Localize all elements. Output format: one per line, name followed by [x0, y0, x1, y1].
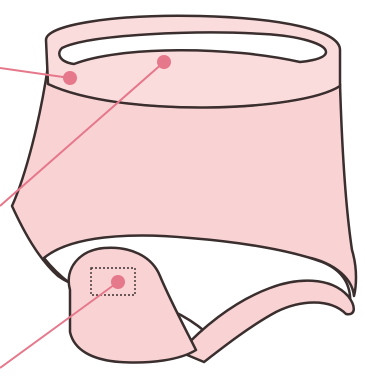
callout-dot-gusset-icon — [111, 275, 125, 289]
callout-dot-inner-panel-icon — [157, 55, 171, 69]
callout-dot-waistband-icon — [63, 71, 77, 85]
